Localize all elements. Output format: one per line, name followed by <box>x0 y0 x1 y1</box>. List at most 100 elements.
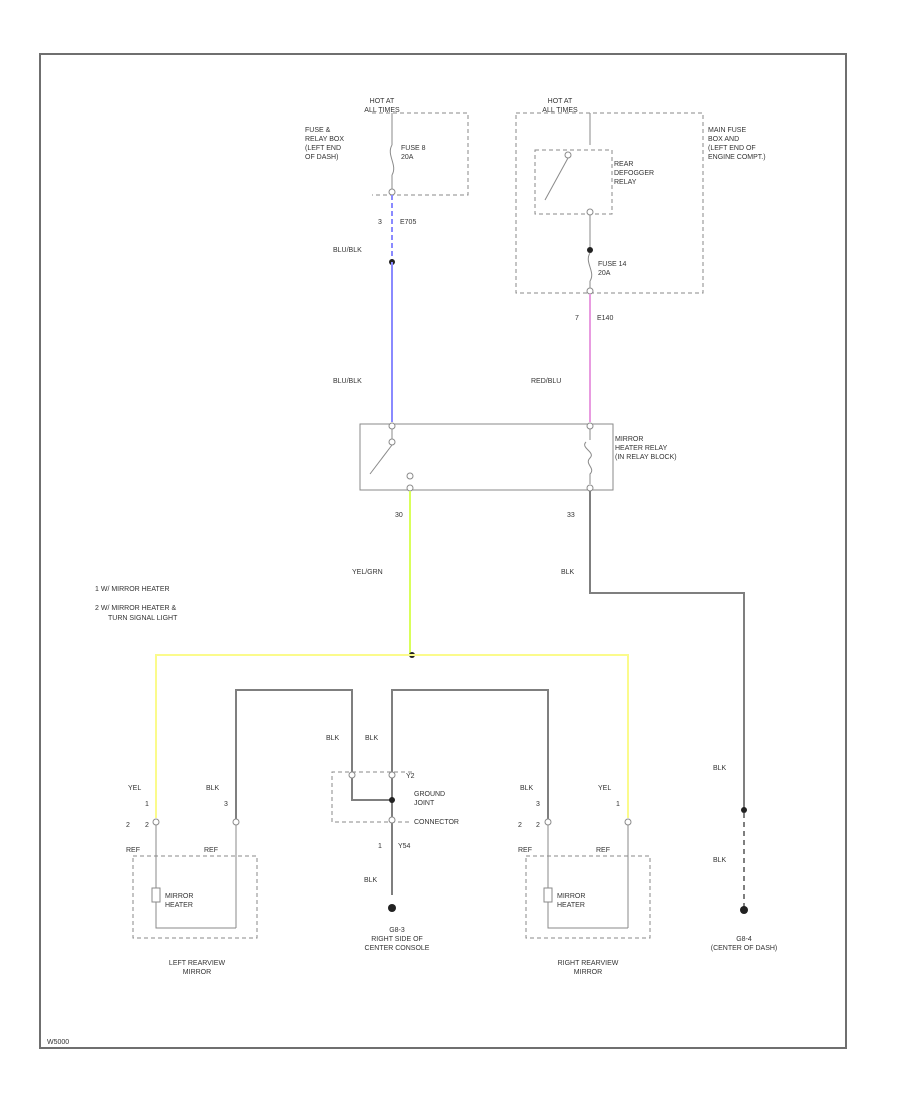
fuse-box-hot-label-2: ALL TIMES <box>364 107 400 114</box>
yel-wire <box>155 654 629 818</box>
ground-right-splice <box>741 807 747 813</box>
relay-pin-in-right <box>586 422 594 430</box>
ground-g8-4-symbol <box>740 906 748 914</box>
yel-grn-wire-label: YEL/GRN <box>352 569 383 576</box>
fuse-box-name-4: OF DASH) <box>305 154 338 161</box>
right-mirror-terminal-blk <box>544 818 552 826</box>
relay-fuse-splice <box>587 247 593 253</box>
left-mirror-pin-1: 1 <box>145 801 149 808</box>
main-box-connector: E140 <box>597 315 613 322</box>
right-mirror-pin-3: 2 <box>536 822 540 829</box>
relay-contact-top <box>564 151 572 159</box>
fuse-box-pin: 3 <box>378 219 382 226</box>
legend-item-2a: 2 W/ MIRROR HEATER & <box>95 605 176 612</box>
fuse-relay-box: HOT AT ALL TIMES FUSE & RELAY BOX (LEFT … <box>305 98 469 196</box>
right-mirror-pin-4: 1 <box>616 801 620 808</box>
ground-joint-pin-bottom-label: 1 <box>378 843 382 850</box>
relay-blk-wire <box>589 491 745 808</box>
main-box-name-1: MAIN FUSE <box>708 127 746 134</box>
right-mirror-terminal-yel <box>624 818 632 826</box>
right-mirror-ref-left: REF <box>518 847 532 854</box>
relay-switch-arm <box>544 157 569 201</box>
fuse-8-rating: 20A <box>401 154 414 161</box>
ground-joint-pin-right <box>388 771 396 779</box>
left-mirror-terminal-blk <box>232 818 240 826</box>
main-box-name-2: BOX AND <box>708 136 739 143</box>
ground-joint-connector: Y2 GROUND JOINT CONNECTOR <box>331 771 459 826</box>
ground-joint-pin-bottom <box>388 816 396 824</box>
left-heater-return <box>155 902 236 929</box>
left-mirror-yel-label: YEL <box>128 785 141 792</box>
left-mirror-ref-left: REF <box>126 847 140 854</box>
relay-pin-right-label: 33 <box>567 512 575 519</box>
relay-name-3: RELAY <box>614 179 637 186</box>
relay-block-outline <box>359 423 614 491</box>
fuse-box-outline <box>372 112 469 196</box>
main-fuse-box: HOT AT ALL TIMES MAIN FUSE BOX AND (LEFT… <box>515 98 766 295</box>
right-heater-return <box>547 902 628 929</box>
ground-joint-wire-bottom-label: BLK <box>364 877 378 884</box>
fuse-14-label: FUSE 14 <box>598 261 627 268</box>
rear-defogger-relay-outline <box>534 149 613 215</box>
fuse-8-terminal <box>388 188 396 196</box>
left-mirror-pin-2: 2 <box>126 822 130 829</box>
fuse-14-terminal <box>586 287 594 295</box>
left-mirror-outline <box>132 855 258 939</box>
ground-g8-3-loc-1: RIGHT SIDE OF <box>371 936 423 943</box>
ground-joint-outline <box>331 771 412 823</box>
relay-pin-left-label: 30 <box>395 512 403 519</box>
ground-joint-connector-top: Y2 <box>406 773 415 780</box>
right-mirror-name-1: RIGHT REARVIEW <box>558 960 619 967</box>
relay-blk-wire-label: BLK <box>561 569 575 576</box>
left-rearview-mirror: YEL BLK 1 2 2 3 REF REF MIRROR HEATER LE… <box>126 785 258 976</box>
left-mirror-blk-label: BLK <box>206 785 220 792</box>
fuse-box-connector: E705 <box>400 219 416 226</box>
ground-g8-4-id: G8-4 <box>736 936 752 943</box>
red-blu-wire-label: RED/BLU <box>531 378 561 385</box>
relay-switch-pivot <box>388 438 396 446</box>
ground-joint-splice <box>389 797 395 803</box>
mirror-relay-name-3: (IN RELAY BLOCK) <box>615 454 677 461</box>
relay-switch-blade <box>369 444 393 475</box>
mirror-relay-name-2: HEATER RELAY <box>615 445 668 452</box>
ground-right-wire-bottom-label: BLK <box>713 857 727 864</box>
main-box-hot-label-2: ALL TIMES <box>542 107 578 114</box>
ground-g8-3-symbol <box>388 904 396 912</box>
left-mirror-ref-right: REF <box>204 847 218 854</box>
blu-blk-wire-label-bottom: BLU/BLK <box>333 378 362 385</box>
right-rearview-mirror: BLK YEL 3 2 2 1 REF REF MIRROR HEATER RI… <box>518 785 651 976</box>
right-mirror-pin-1: 3 <box>536 801 540 808</box>
fuse-box-name-3: (LEFT END <box>305 145 341 152</box>
main-box-name-4: ENGINE COMPT.) <box>708 154 766 161</box>
left-heater-name-1: MIRROR <box>165 893 193 900</box>
left-mirror-blk-wire <box>235 689 392 820</box>
ground-joint-name-1: GROUND <box>414 791 445 798</box>
relay-pin-30 <box>406 484 414 492</box>
right-mirror-name-2: MIRROR <box>574 969 602 976</box>
right-mirror-blk-label: BLK <box>520 785 534 792</box>
fuse-14-rating: 20A <box>598 270 611 277</box>
legend-item-2b: TURN SIGNAL LIGHT <box>108 615 178 622</box>
relay-contact-bottom <box>586 208 594 216</box>
diagram-frame <box>39 53 847 1049</box>
ground-joint-name-2: JOINT <box>414 800 435 807</box>
ground-joint-wire-left-label: BLK <box>326 735 340 742</box>
relay-pin-in-left <box>388 422 396 430</box>
left-mirror-terminal-yel <box>152 818 160 826</box>
fuse-8-symbol <box>389 144 395 176</box>
main-box-pin: 7 <box>575 315 579 322</box>
ground-right-wire-top-label: BLK <box>713 765 727 772</box>
fuse-box-hot-label-1: HOT AT <box>370 98 395 105</box>
relay-name-2: DEFOGGER <box>614 170 654 177</box>
ground-joint-wire-right-label: BLK <box>365 735 379 742</box>
right-mirror-yel-label: YEL <box>598 785 611 792</box>
right-mirror-outline <box>525 855 651 939</box>
left-heater-name-2: HEATER <box>165 902 193 909</box>
right-heater-name-1: MIRROR <box>557 893 585 900</box>
left-mirror-pin-3: 2 <box>145 822 149 829</box>
relay-name-1: REAR <box>614 161 633 168</box>
ground-joint-name-3: CONNECTOR <box>414 819 459 826</box>
fuse-14-symbol <box>587 252 593 282</box>
left-mirror-pin-4: 3 <box>224 801 228 808</box>
